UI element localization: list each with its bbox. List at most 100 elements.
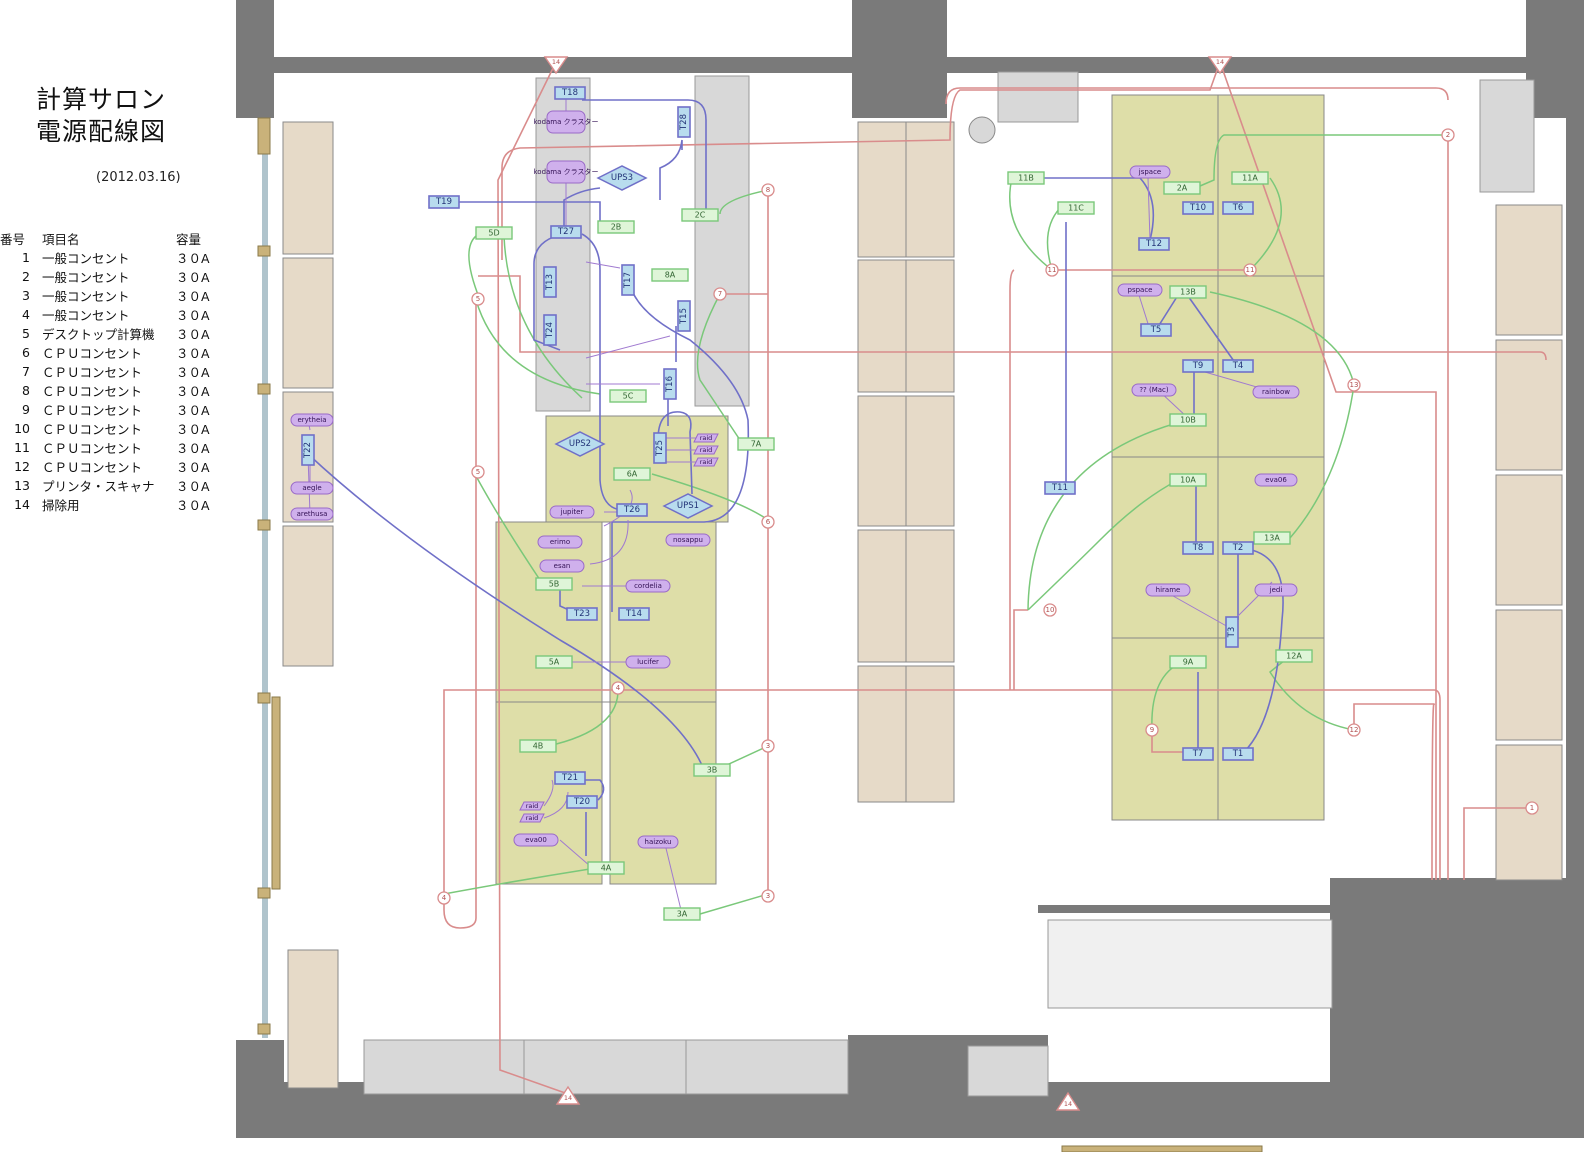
marker-label: 8A <box>665 271 676 280</box>
machine: eva06 <box>1254 473 1298 487</box>
ceiling-outlet-marker: 14 <box>1207 56 1233 75</box>
raid-unit: raid <box>519 801 545 811</box>
power-tap: T9 <box>1182 359 1214 373</box>
marker-label: 14 <box>552 58 560 66</box>
marker-label: kodama クラスター <box>533 117 598 126</box>
marker-label: 14 <box>1216 58 1224 66</box>
marker-label: rainbow <box>1262 388 1290 396</box>
marker-label: T11 <box>1051 483 1068 493</box>
marker-label: 8 <box>766 186 770 194</box>
legend-name: プリンタ・スキャナ <box>42 479 155 494</box>
power-tap: T15 <box>677 300 691 332</box>
power-tap: T28 <box>677 106 691 138</box>
circuit-marker: 4 <box>437 891 451 905</box>
marker-label: UPS2 <box>569 439 591 449</box>
power-tap: T27 <box>550 225 582 239</box>
outlet-box: 8A <box>651 268 689 282</box>
marker-label: T15 <box>679 308 689 325</box>
marker-label: 3 <box>766 742 770 750</box>
marker-label: 5 <box>476 468 480 476</box>
raid-unit: raid <box>519 813 545 823</box>
marker-label: T25 <box>655 440 665 457</box>
legend-num: 14 <box>14 497 30 512</box>
marker-label: 12 <box>1350 726 1359 734</box>
legend-name: 一般コンセント <box>42 270 130 285</box>
circuit-marker: 5 <box>471 465 485 479</box>
outlet-box: 2C <box>681 208 719 222</box>
marker-label: 11B <box>1018 174 1034 183</box>
machine: eva00 <box>513 833 559 847</box>
outlet-box: 11B <box>1007 171 1045 185</box>
marker-label: 11A <box>1242 174 1258 183</box>
raid-unit: raid <box>693 445 719 455</box>
marker-label: 5A <box>549 658 560 667</box>
marker-label: hirame <box>1156 586 1181 594</box>
marker-label: esan <box>554 562 571 570</box>
legend-name: 一般コンセント <box>42 251 130 266</box>
machine: erytheia <box>290 413 334 427</box>
power-tap: T4 <box>1222 359 1254 373</box>
legend-num: 9 <box>22 402 30 417</box>
power-tap: T25 <box>653 432 667 464</box>
marker-label: T7 <box>1192 749 1204 759</box>
page-title-line1: 計算サロン <box>36 85 167 114</box>
marker-label: T18 <box>561 88 578 98</box>
marker-label: T27 <box>557 227 574 237</box>
marker-label: raid <box>526 814 539 822</box>
marker-label: aegle <box>302 484 321 492</box>
outlet-box: 2A <box>1163 181 1201 195</box>
outlet-box: 5A <box>535 655 573 669</box>
marker-label: 3 <box>766 892 770 900</box>
legend-num: 5 <box>22 326 30 341</box>
marker-label: T20 <box>573 797 590 807</box>
marker-label: 10B <box>1180 416 1196 425</box>
marker-label: 12A <box>1286 652 1302 661</box>
marker-label: 14 <box>564 1094 572 1102</box>
legend-capacity: ３０A <box>176 346 210 361</box>
ups-unit: UPS3 <box>596 165 648 191</box>
circuit-marker: 11 <box>1045 263 1059 277</box>
marker-label: 6A <box>627 470 638 479</box>
machine: kodama クラスター <box>533 110 599 134</box>
marker-label: 9 <box>1150 726 1154 734</box>
marker-label: 7A <box>751 440 762 449</box>
legend-num: 6 <box>22 345 30 360</box>
ceiling-outlet-marker: 14 <box>543 56 569 75</box>
marker-label: 13 <box>1350 381 1359 389</box>
power-tap: T14 <box>618 607 650 621</box>
circuit-marker: 5 <box>471 292 485 306</box>
power-tap: T23 <box>566 607 598 621</box>
marker-label: T28 <box>679 114 689 131</box>
legend-capacity: ３０A <box>176 441 210 456</box>
marker-label: UPS1 <box>677 501 699 511</box>
round-column <box>968 116 996 144</box>
window-frame <box>262 118 268 1038</box>
legend-name: ＣＰＵコンセント <box>42 403 143 418</box>
marker-label: T14 <box>625 609 642 619</box>
marker-label: T26 <box>623 505 640 515</box>
machine: haizoku <box>637 835 679 849</box>
marker-label: 4 <box>616 684 621 692</box>
marker-label: erytheia <box>297 416 326 424</box>
power-tap: T7 <box>1182 747 1214 761</box>
marker-label: T13 <box>545 274 555 291</box>
outlet-box: 2B <box>597 220 635 234</box>
circuit-wiring <box>443 61 1547 1095</box>
marker-label: 13A <box>1264 534 1280 543</box>
marker-label: 10 <box>1046 606 1055 614</box>
marker-label: raid <box>700 458 713 466</box>
marker-label: 4A <box>601 864 612 873</box>
marker-label: T24 <box>545 322 555 339</box>
marker-label: jupiter <box>560 508 584 516</box>
outlet-box: 6A <box>613 467 651 481</box>
legend-capacity: ３０A <box>176 365 210 380</box>
power-tap: T19 <box>428 195 460 209</box>
machine: hirame <box>1145 583 1191 597</box>
